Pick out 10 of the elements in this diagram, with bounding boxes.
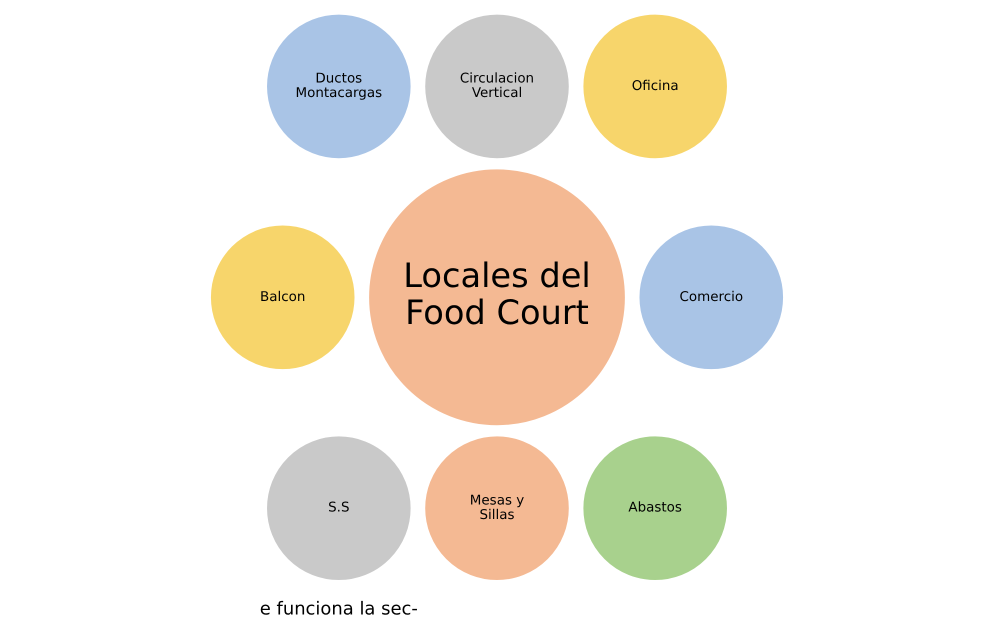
- node-circle: Ductos Montacargas: [264, 12, 412, 160]
- node-circle: Abastos: [580, 434, 729, 582]
- node-circle: Locales del Food Court: [366, 166, 627, 427]
- node-circle: S.S: [264, 434, 412, 582]
- label: e funciona la sec-: [259, 598, 418, 620]
- node-circle: Balcon: [208, 222, 356, 371]
- node-circle: Mesas y Sillas: [422, 434, 571, 582]
- node-circle: Oficina: [580, 12, 729, 160]
- node-circle: Comercio: [636, 222, 785, 371]
- node-circle: Circulacion Vertical: [422, 12, 571, 160]
